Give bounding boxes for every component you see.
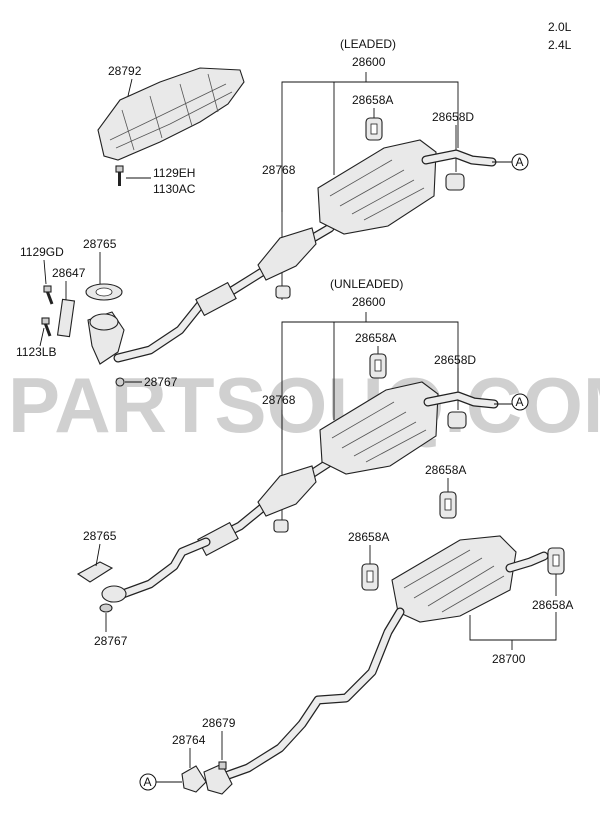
- leader-28792: [127, 78, 133, 97]
- rear-ref-marker: [139, 773, 157, 791]
- leaded-pipe-system: [113, 139, 497, 363]
- rear-nut-label: 28679: [202, 716, 236, 730]
- engine-label-line1: 2.0L: [548, 20, 572, 34]
- bolt-1129eh-part: [115, 165, 124, 186]
- label-1130ac: 1130AC: [153, 182, 196, 196]
- lower-front-pipe: [101, 537, 211, 603]
- unleaded-hanger-a-label: 28658A: [355, 331, 396, 345]
- bolt-1129gd-part: [43, 285, 54, 305]
- rear-hanger-3-part: [547, 547, 565, 575]
- rear-hanger-3-label: 28658A: [532, 598, 573, 612]
- leader-1123lb: [39, 327, 45, 347]
- leader-28765-lower: [95, 543, 101, 567]
- label-1123lb: 1123LB: [16, 345, 56, 359]
- bolt-1123lb-part: [41, 317, 52, 337]
- unleaded-bracket-part: [273, 519, 289, 533]
- rear-hanger-1-label: 28658A: [425, 463, 466, 477]
- rear-gasket-label: 28764: [172, 733, 206, 747]
- unleaded-ref-text: A: [516, 395, 524, 409]
- rear-ref-text: A: [144, 775, 152, 789]
- gasket-28765-upper: [85, 283, 123, 301]
- leaded-assembly-label: 28600: [352, 55, 386, 69]
- engine-label-line2: 2.4L: [548, 38, 572, 52]
- leaded-hanger-d-label: 28658D: [432, 110, 474, 124]
- label-1129gd: 1129GD: [20, 245, 64, 259]
- label-28765-lower: 28765: [83, 529, 117, 543]
- leaded-ref-marker: [511, 153, 529, 171]
- rear-hanger-1-part: [439, 491, 457, 519]
- gasket-28765-lower: [76, 561, 114, 583]
- rear-gasket-28764-part: [181, 765, 207, 793]
- leader-1129gd: [43, 259, 47, 285]
- rear-nut-28679-part: [218, 761, 227, 770]
- nut-28767-lower: [99, 603, 113, 613]
- leaded-ref-text: A: [516, 155, 524, 169]
- unleaded-title: (UNLEADED): [330, 277, 403, 291]
- unleaded-hanger-d-part: [447, 411, 467, 429]
- unleaded-assembly-label: 28600: [352, 295, 386, 309]
- unleaded-hanger-d-label: 28658D: [434, 353, 476, 367]
- leaded-bracket-label: 28768: [262, 163, 296, 177]
- watermark-text: PARTSOUQ.COM: [8, 361, 600, 449]
- label-28647: 28647: [52, 266, 86, 280]
- unleaded-pipe-system: [197, 381, 499, 557]
- rear-flange-part: [203, 763, 233, 795]
- muffler-bracket-leader: [469, 612, 557, 641]
- nut-28767-upper: [115, 377, 125, 387]
- label-1129eh: 1129EH: [153, 166, 195, 180]
- unleaded-bracket-label: 28768: [262, 393, 296, 407]
- front-pipe-flange-upper: [87, 311, 125, 365]
- leaded-hanger-a-label: 28658A: [352, 93, 393, 107]
- leaded-hanger-d-part: [445, 173, 465, 191]
- leaded-bracket-part: [275, 285, 291, 299]
- heat-protector-part: [97, 67, 245, 161]
- rear-hanger-2-label: 28658A: [348, 530, 389, 544]
- rear-muffler-label: 28700: [492, 652, 526, 666]
- rear-pipe-run: [215, 607, 405, 783]
- leaded-hanger-a-part: [365, 117, 383, 141]
- unleaded-ref-marker: [511, 393, 529, 411]
- leaded-title: (LEADED): [340, 37, 396, 51]
- label-28765-upper: 28765: [83, 237, 117, 251]
- unleaded-hanger-a-part: [369, 353, 387, 379]
- label-28767-upper: 28767: [144, 375, 178, 389]
- main-muffler-part: [391, 535, 549, 623]
- label-28767-lower: 28767: [94, 634, 128, 648]
- rear-hanger-2-part: [361, 563, 379, 591]
- stay-28647-part: [56, 298, 76, 338]
- label-28792: 28792: [108, 64, 142, 78]
